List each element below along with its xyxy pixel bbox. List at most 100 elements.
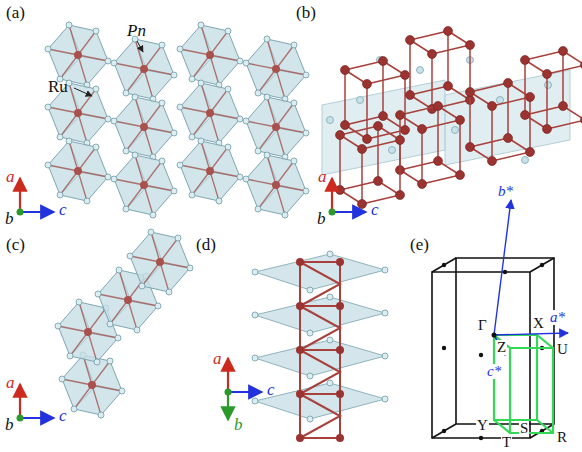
leader-line [137,41,143,52]
ru-pn-bond [246,121,276,127]
ru-pn-bond [144,185,153,215]
pn-atom [255,206,261,212]
ru-ru-bond [547,120,582,129]
high-symmetry-path [537,420,553,433]
ru-pn-bond [78,89,96,113]
ru-atom [526,93,535,102]
ru-ru-bond [525,51,563,60]
ru-pn-bond [201,141,210,171]
ru-atom [581,61,582,70]
ru-pn-bond [48,165,78,171]
axis-arrow [227,392,229,420]
ru-pn-octahedron [243,36,309,102]
brillouin-zone [432,200,568,440]
ru-pn-bond [180,107,210,113]
axis-label: b [5,210,14,227]
pn-atom [119,388,125,394]
axis-origin [17,209,24,216]
ru-atom [504,79,513,88]
ru-pn-bond [114,63,144,69]
pn-atom [198,138,204,144]
k-point-label: T [501,435,512,450]
pn-atom [115,335,121,341]
ru-ru-bond [492,152,530,161]
ru-atom [396,136,405,145]
ru-ru-bond [345,61,383,70]
ru-ru-bond [469,92,471,147]
ru-ru-bond [547,65,582,74]
pn-atom [307,287,313,293]
ru-pn-octahedron [111,152,177,218]
pn-atom [159,100,165,106]
axis-arrow [19,178,21,212]
octahedron-face [62,355,122,415]
pn-atom [94,359,100,365]
pn-atom [382,310,388,316]
k-point-label: X [532,316,545,331]
ru-pn-bond [267,155,276,185]
ru-pn-bond [48,49,78,55]
axis-origin [329,209,336,216]
ru-pn-octahedron [177,22,243,88]
ru-pn-bond [48,107,78,113]
pn-atom [98,412,104,418]
pn-atom [59,376,65,382]
panel-label: (e) [410,236,429,253]
ru-atom [363,135,372,144]
ru-ru-bond [377,126,379,181]
ru-atom [341,66,350,75]
ru-atom [140,65,148,73]
ru-atom [559,102,568,111]
octahedral-slab [255,340,385,376]
ru-atom [444,27,453,36]
ru-atom [488,157,497,166]
axis-arrow [227,358,229,392]
panel-c-chain [55,229,193,418]
ru-pn-bond [79,302,88,332]
ru-pn-bond [246,63,276,69]
pn-atom [150,212,156,218]
ru-pn-bond [126,185,144,209]
ru-atom [581,116,582,125]
ru-pn-bond [60,113,78,137]
ru-atom [140,123,148,131]
pn-atom [171,72,177,78]
zone-edge [432,258,456,272]
ru-pn-octahedron [111,36,177,102]
panel-b-structure [322,27,582,209]
pn-atom [216,198,222,204]
ru-pn-bond [69,141,78,171]
pn-atom [95,291,101,297]
pn-atom [123,206,129,212]
ru-pn-bond [135,39,144,69]
axis-arrow [228,391,262,393]
ru-pn-bond [276,45,294,69]
pn-atom [282,212,288,218]
pn-atom [93,28,99,34]
axis-triad [225,358,263,420]
pn-atom [291,158,297,164]
pn-atom [166,289,172,295]
ru-ru-bond [400,106,438,115]
ru-ru-bond [340,126,378,135]
ru-ru-bond [421,129,423,184]
pn-atom [307,416,313,422]
ru-ladder [300,262,340,438]
zone-point [479,436,483,440]
ru-pn-bond [128,300,137,330]
k-point-label: Y [476,418,489,433]
pn-atom [237,174,243,180]
ru-ru-bond [382,61,384,116]
panel-d-column [252,251,388,442]
ru-zigzag [300,394,340,438]
ru-pn-bond [160,262,169,292]
pn-atom [111,118,117,124]
ru-pn-octahedron [177,138,243,204]
ru-atom [466,88,475,97]
octahedron-face [48,25,108,85]
ru-atom [206,167,214,175]
pn-atom [264,94,270,100]
ru-pn-bond [210,171,219,201]
pn-atom [303,130,309,136]
ru-ru-bond [507,83,509,138]
